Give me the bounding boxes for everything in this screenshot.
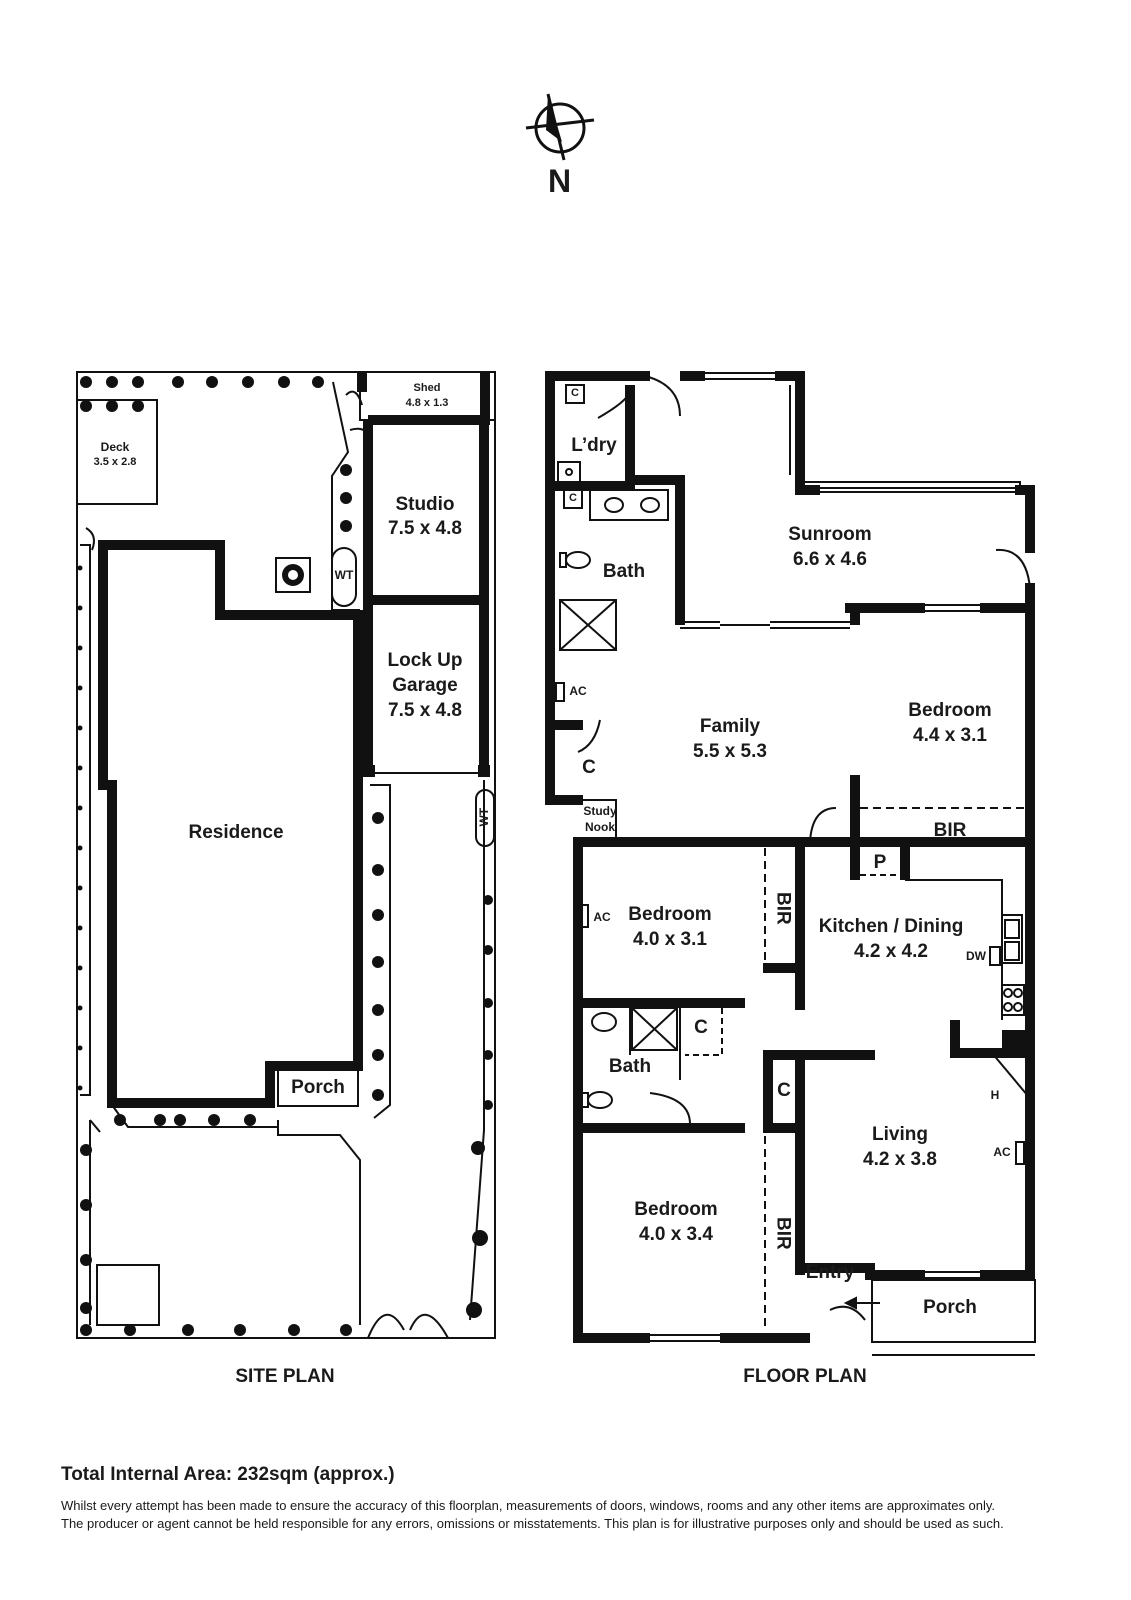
heater: H xyxy=(990,1088,1000,1102)
site-plan xyxy=(76,371,496,1339)
family-name: Family xyxy=(699,716,761,737)
total-area: Total Internal Area: 232sqm (approx.) xyxy=(61,1464,395,1485)
floor-plan-title: FLOOR PLAN xyxy=(743,1366,867,1387)
site-wt-1: WT xyxy=(334,568,354,582)
bath-top-cupboard: C xyxy=(569,492,577,504)
family-dims: 5.5 x 5.3 xyxy=(693,741,767,762)
study-nook-2: Nook xyxy=(585,820,615,834)
residence-name: Residence xyxy=(188,822,284,843)
bir-2: BIR xyxy=(772,892,794,925)
kitchen-name: Kitchen / Dining xyxy=(818,916,964,937)
shed-dims: 4.8 x 1.3 xyxy=(405,397,449,409)
bath-bottom-cupboard: C xyxy=(694,1017,708,1038)
entry: Entry xyxy=(805,1262,855,1283)
bedroom-2-ac: AC xyxy=(593,910,611,924)
family-ac: AC xyxy=(569,684,587,698)
studio-name: Studio xyxy=(395,494,455,515)
deck-dims: 3.5 x 2.8 xyxy=(93,456,137,468)
living-dims: 4.2 x 3.8 xyxy=(863,1149,937,1170)
bedroom-2-name: Bedroom xyxy=(628,904,712,925)
garage-name-2: Garage xyxy=(392,675,458,696)
deck-name: Deck xyxy=(100,440,130,454)
studio-dims: 7.5 x 4.8 xyxy=(388,518,462,539)
sunroom-name: Sunroom xyxy=(788,524,872,545)
bath-bottom-name: Bath xyxy=(608,1056,652,1077)
pantry: P xyxy=(873,852,887,873)
bir-3: BIR xyxy=(772,1217,794,1250)
bir-1: BIR xyxy=(933,820,967,841)
bedroom-3-name: Bedroom xyxy=(634,1199,718,1220)
study-nook-1: Study xyxy=(583,804,617,818)
disclaimer-line-2: The producer or agent cannot be held res… xyxy=(61,1516,1004,1531)
dishwasher: DW xyxy=(966,949,986,963)
floor-plan xyxy=(545,371,1036,1356)
site-plan-title: SITE PLAN xyxy=(235,1366,335,1387)
living-ac: AC xyxy=(993,1145,1011,1159)
laundry-name: L’dry xyxy=(571,435,617,456)
north-label: N xyxy=(548,163,572,199)
garage-dims: 7.5 x 4.8 xyxy=(388,700,462,721)
family-cupboard: C xyxy=(582,757,596,778)
laundry-cupboard: C xyxy=(571,387,579,399)
bath-top-name: Bath xyxy=(602,561,646,582)
floor-porch-name: Porch xyxy=(923,1297,977,1318)
bedroom-3-dims: 4.0 x 3.4 xyxy=(639,1224,713,1245)
compass-icon xyxy=(525,93,595,161)
bedroom-2-dims: 4.0 x 3.1 xyxy=(633,929,707,950)
shed-name: Shed xyxy=(413,382,441,394)
kitchen-dims: 4.2 x 4.2 xyxy=(854,941,928,962)
disclaimer-line-1: Whilst every attempt has been made to en… xyxy=(61,1498,996,1513)
living-name: Living xyxy=(872,1124,928,1145)
garage-name-1: Lock Up xyxy=(387,650,463,671)
site-wt-2: WT xyxy=(476,807,491,827)
site-porch-name: Porch xyxy=(291,1077,345,1098)
bedroom-1-name: Bedroom xyxy=(908,700,992,721)
sunroom-dims: 6.6 x 4.6 xyxy=(793,549,867,570)
bedroom-1-dims: 4.4 x 3.1 xyxy=(913,725,987,746)
hall-cupboard: C xyxy=(777,1080,791,1101)
